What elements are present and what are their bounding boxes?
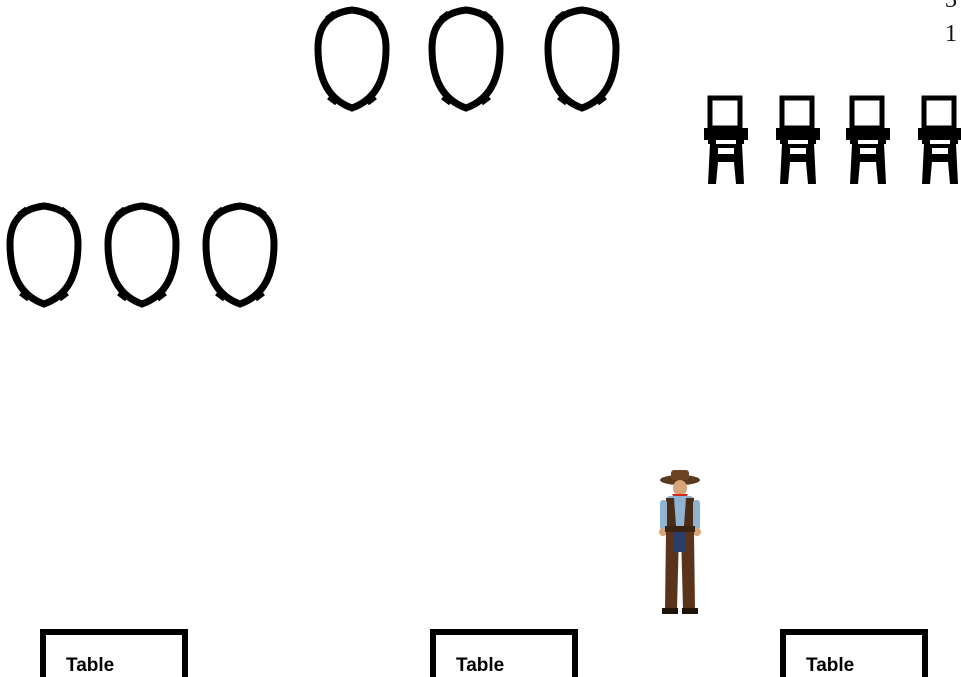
table-2[interactable]: Table	[430, 629, 578, 677]
frame-left-3[interactable]	[206, 206, 274, 304]
chair-4-icon[interactable]	[918, 98, 961, 184]
chair-1-icon[interactable]	[704, 98, 748, 184]
frame-top-2[interactable]	[432, 10, 500, 108]
table-3-label: Table	[806, 655, 854, 677]
chair-2-icon[interactable]	[776, 98, 820, 184]
table-1-label: Table	[66, 655, 114, 677]
table-2-label: Table	[456, 655, 504, 677]
frame-top-3[interactable]	[548, 10, 616, 108]
table-1[interactable]: Table	[40, 629, 188, 677]
frame-top-1[interactable]	[318, 10, 386, 108]
frame-left-2[interactable]	[108, 206, 176, 304]
cowboy-character-icon[interactable]	[659, 470, 701, 614]
chair-3-icon[interactable]	[846, 98, 890, 184]
table-3[interactable]: Table	[780, 629, 928, 677]
frame-left-1[interactable]	[10, 206, 78, 304]
